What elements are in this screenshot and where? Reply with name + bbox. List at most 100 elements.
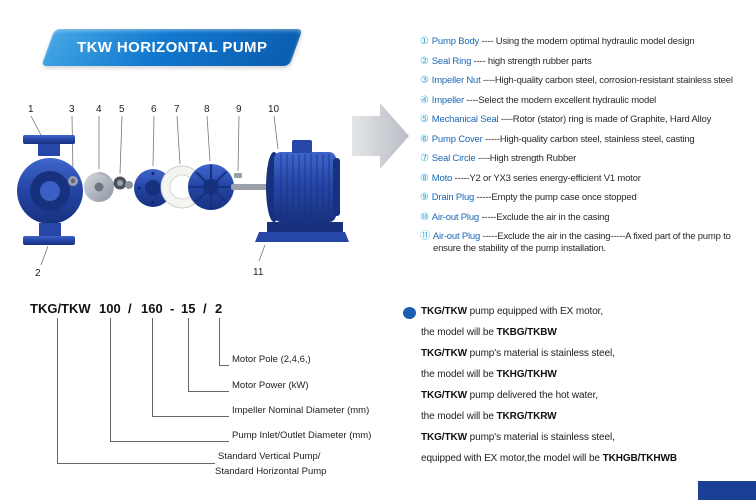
code-connector-line (219, 318, 229, 366)
motor-shaft (231, 184, 275, 190)
callout-number: 6 (151, 104, 157, 115)
model-code-label: Pump Inlet/Outlet Diameter (mm) (232, 430, 372, 441)
corner-brand-block (698, 481, 756, 500)
note-text: pump equipped with EX motor, (466, 306, 604, 317)
drain-plug (234, 173, 242, 178)
part-description: ---- Using the modern optimal hydraulic … (479, 36, 695, 47)
note-bold-lead: TKG/TKW (421, 306, 467, 317)
part-number-badge: ② (420, 55, 429, 67)
note-line: TKG/TKW pump's material is stainless ste… (421, 348, 751, 360)
note-text: pump's material is stainless steel, (466, 348, 615, 359)
page-title-banner: TKW HORIZONTAL PUMP (41, 29, 303, 66)
note-bold-model: TKRG/TKRW (496, 411, 557, 422)
note-text: equipped with EX motor,the model will be (421, 453, 603, 464)
part-name: Pump Cover (431, 133, 483, 145)
part-name: Drain Plug (431, 192, 475, 203)
note-line: TKG/TKW pump delivered the hot water, (421, 390, 751, 402)
model-code-impeller-diameter: 160 (141, 301, 163, 316)
pump-casing (17, 135, 83, 245)
part-description: -----Exclude the air in the casing (479, 211, 610, 223)
note-bold-model: TKHGB/TKHWB (602, 453, 678, 464)
part-description: ----Select the modern excellent hydrauli… (463, 94, 657, 106)
note-line: TKG/TKW pump equipped with EX motor, (421, 306, 751, 318)
note-text: the model will be (421, 369, 497, 380)
code-connector-line (188, 318, 229, 392)
model-code-separator: - (170, 301, 175, 316)
note-bold-lead: TKG/TKW (421, 390, 467, 401)
note-line: equipped with EX motor,the model will be… (421, 453, 751, 465)
code-connector-line (110, 318, 229, 442)
callout-number: 5 (119, 104, 125, 115)
callout-number: 7 (174, 104, 180, 115)
model-code-label: Motor Power (kW) (232, 380, 309, 391)
note-bold-model: TKHG/TKHW (496, 369, 557, 380)
part-name: Impeller (431, 94, 464, 106)
motor-bracket (188, 164, 234, 210)
model-code-label: Standard Horizontal Pump (215, 466, 327, 477)
model-code-motor-pole: 2 (215, 301, 223, 316)
note-bold-lead: TKG/TKW (421, 432, 467, 443)
part-number-badge: ⑪ (420, 231, 430, 242)
callout-number: 9 (236, 104, 242, 115)
part-number-badge: ④ (420, 94, 429, 106)
part-description: ---- high strength rubber parts (471, 55, 592, 67)
bullet-icon (403, 307, 416, 319)
note-text: pump delivered the hot water, (466, 390, 598, 401)
callout-number: 4 (96, 104, 102, 115)
note-bold-lead: TKG/TKW (421, 348, 467, 359)
note-text: the model will be (421, 411, 497, 422)
part-name: Mechanical Seal (431, 114, 499, 125)
part-name: Pump Body (431, 36, 480, 47)
model-code-inlet-outlet: 100 (99, 301, 121, 316)
part-description: -----Y2 or YX3 series energy-efficient V… (452, 172, 641, 184)
model-code-motor-power: 15 (181, 301, 196, 316)
part-name: Seal Ring (431, 55, 472, 67)
part-number-badge: ⑤ (420, 114, 429, 125)
model-code-label: Impeller Nominal Diameter (mm) (232, 405, 370, 416)
code-connector-line (152, 318, 229, 417)
callout-number: 8 (204, 104, 210, 115)
note-text: pump's material is stainless steel, (466, 432, 615, 443)
part-number-badge: ⑧ (420, 172, 429, 184)
note-text: the model will be (421, 327, 497, 338)
page-title: TKW HORIZONTAL PUMP (76, 39, 268, 56)
callout-number: 10 (268, 104, 280, 115)
callout-number: 11 (253, 267, 264, 278)
note-bold-model: TKBG/TKBW (496, 327, 557, 338)
model-code-series: TKG/TKW (30, 301, 91, 316)
model-code-separator: / (203, 301, 207, 316)
part-number-badge: ⑦ (420, 153, 429, 164)
part-name: Air-out Plug (432, 231, 481, 242)
motor (255, 140, 349, 242)
part-number-badge: ① (420, 36, 429, 47)
callout-number: 3 (69, 104, 75, 115)
part-description: ----High-quality carbon steel, corrosion… (480, 75, 733, 86)
model-code-label: Motor Pole (2,4,6,) (232, 354, 311, 365)
mechanical-seal (113, 176, 133, 190)
right-arrow-icon (352, 103, 409, 169)
part-number-badge: ⑩ (420, 211, 429, 223)
part-name: Seal Circle (431, 153, 476, 164)
callout-number: 1 (28, 104, 34, 115)
part-name: Impeller Nut (431, 75, 481, 86)
leader-lines (30, 115, 279, 266)
part-description: ----Rotor (stator) ring is made of Graph… (498, 114, 712, 125)
model-variant-notes: TKG/TKW pump equipped with EX motor, the… (421, 306, 751, 465)
part-number-badge: ③ (420, 75, 429, 86)
part-callout-numbers: 1 3 4 5 6 7 8 9 10 2 11 (28, 104, 280, 279)
part-name: Moto (431, 172, 453, 184)
note-line: the model will be TKHG/TKHW (421, 369, 751, 381)
part-name: Air-out Plug (431, 211, 479, 223)
part-description: ----High strength Rubber (475, 153, 577, 164)
